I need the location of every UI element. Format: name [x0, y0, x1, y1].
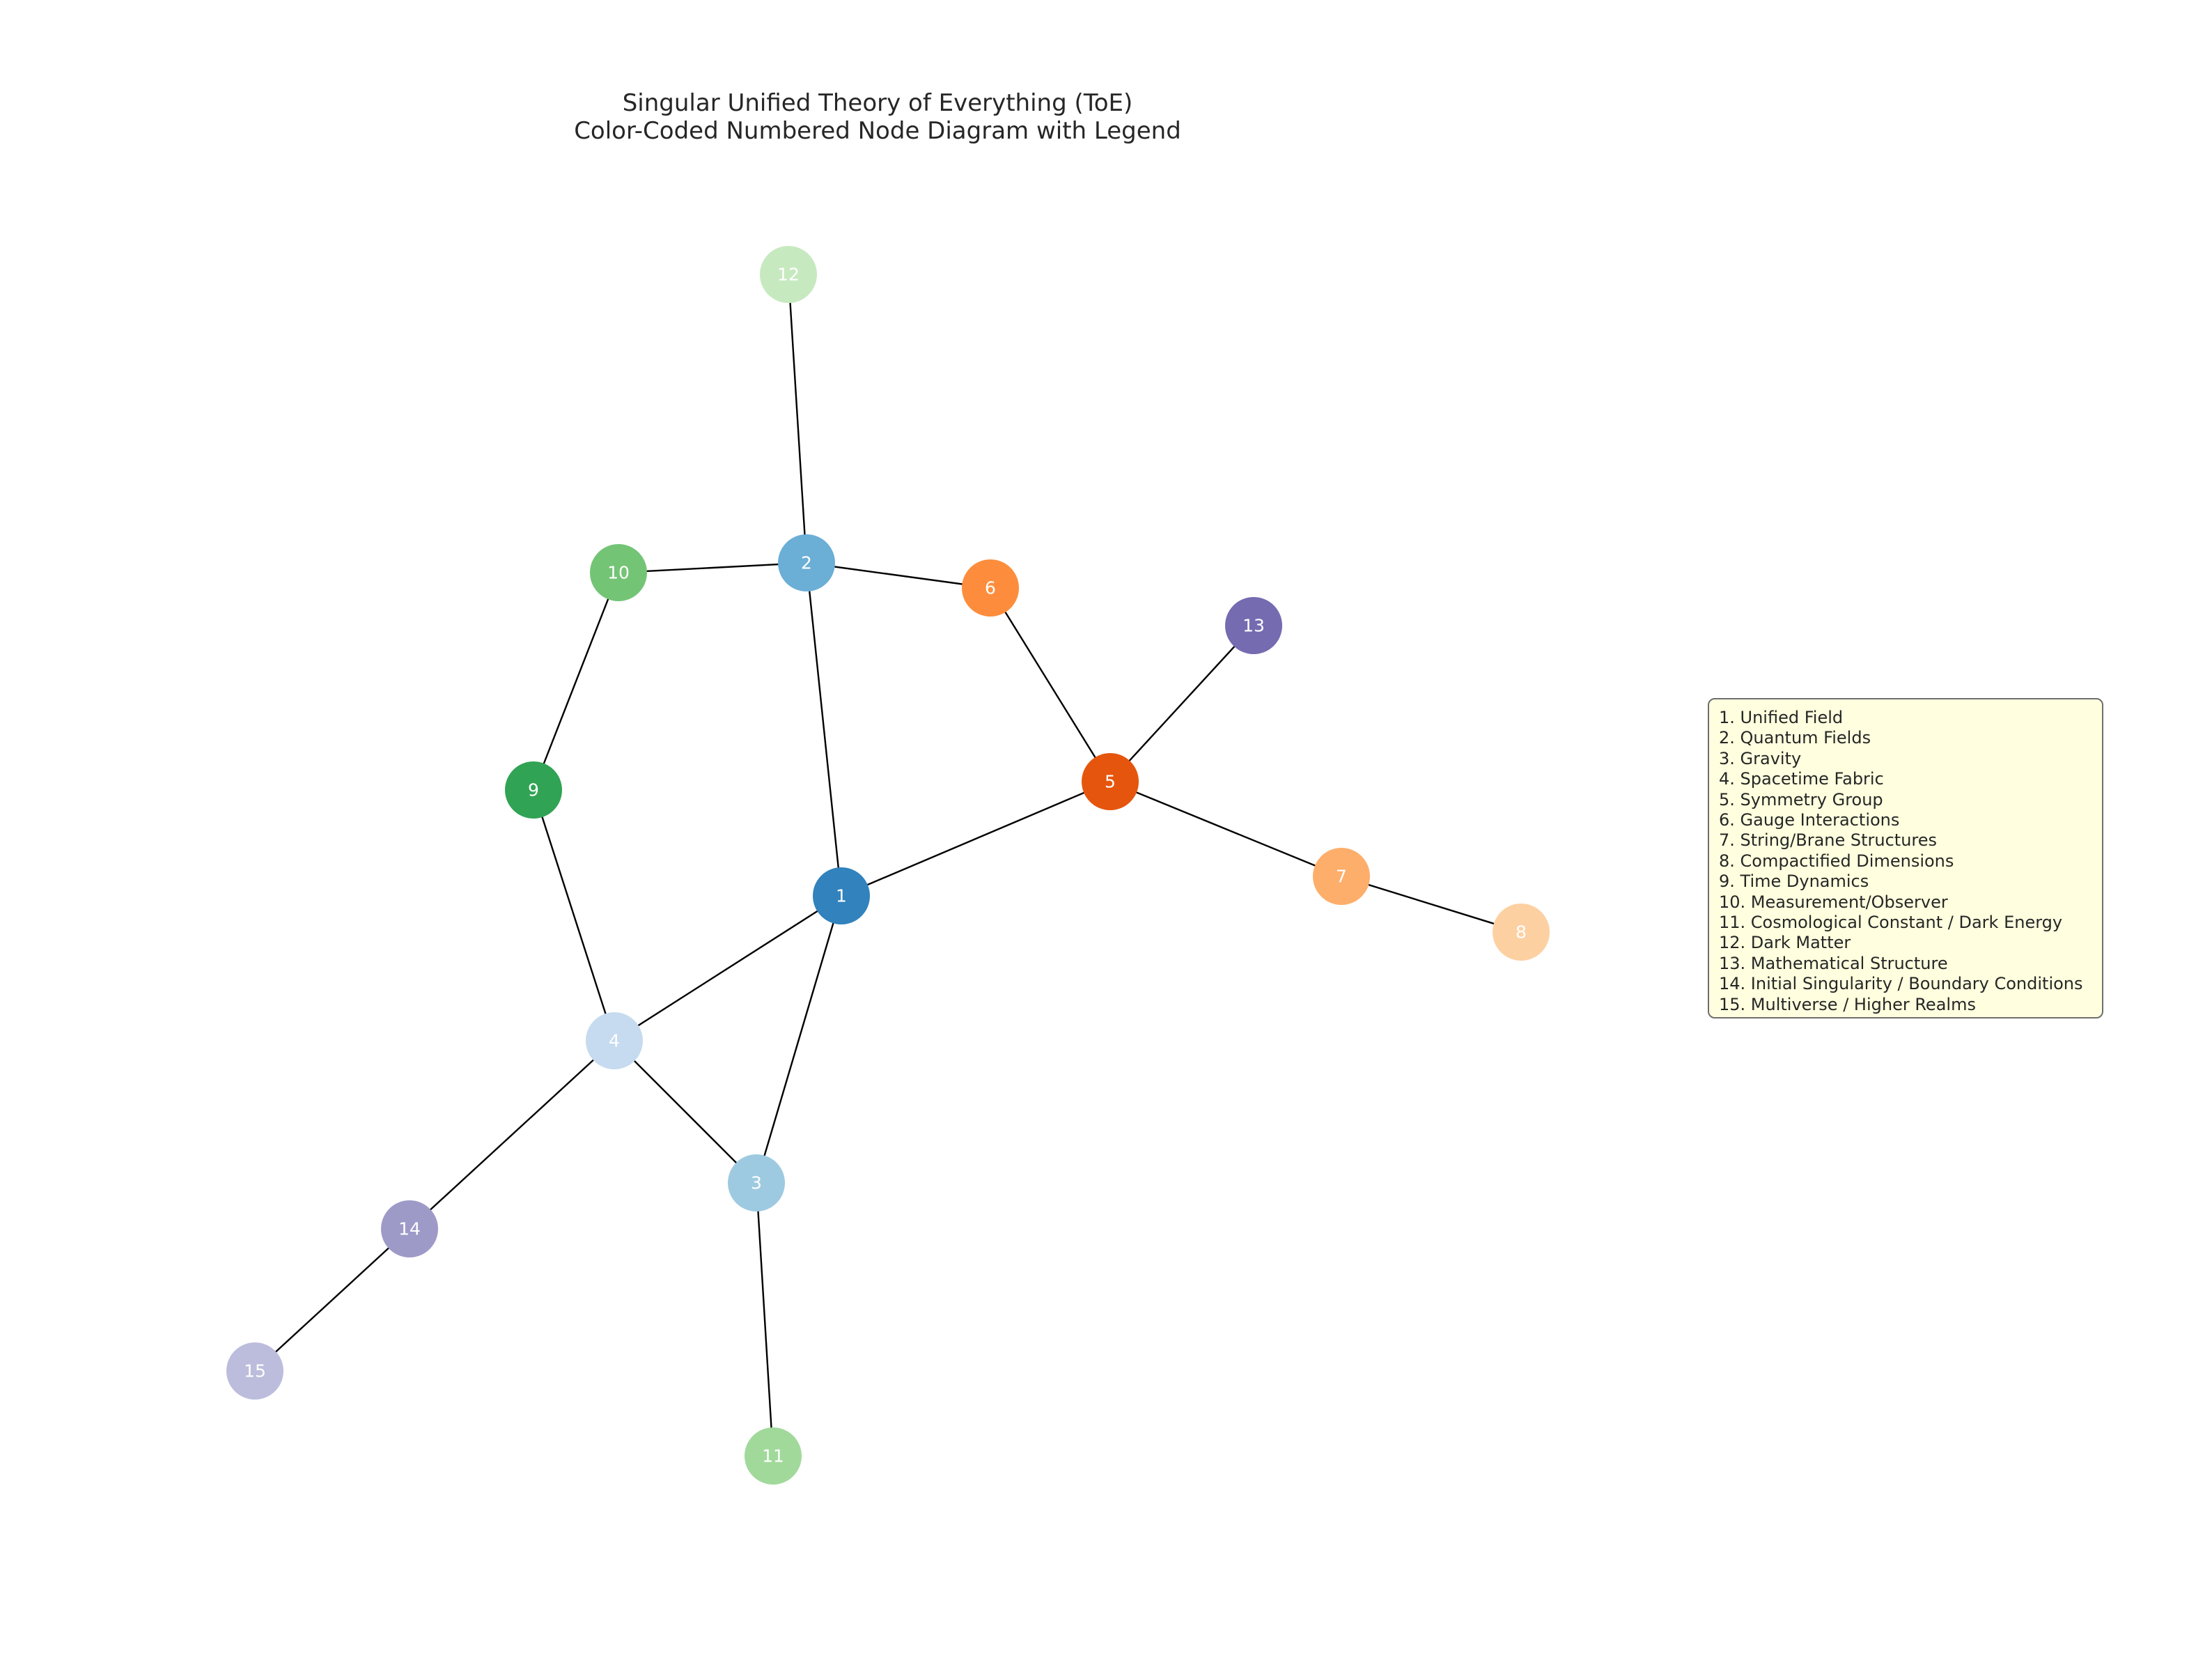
legend-item-3: 3. Gravity: [1719, 748, 1802, 768]
node-label-1: 1: [836, 886, 847, 906]
legend-item-5: 5. Symmetry Group: [1719, 789, 1883, 809]
edge-5-13: [1109, 625, 1254, 782]
legend-item-7: 7. String/Brane Structures: [1719, 830, 1938, 851]
legend-item-10: 10. Measurement/Observer: [1719, 892, 1948, 912]
diagram-subtitle: Color-Coded Numbered Node Diagram with L…: [574, 117, 1181, 145]
node-label-3: 3: [751, 1173, 762, 1193]
node-label-15: 15: [244, 1361, 266, 1381]
node-label-8: 8: [1516, 922, 1527, 943]
edge-7-8: [1341, 875, 1522, 933]
node-circle-1: [813, 867, 870, 924]
edge-5-7: [1109, 780, 1342, 878]
edge-3-4: [614, 1040, 757, 1184]
node-circle-4: [586, 1012, 643, 1069]
edge-2-10: [618, 561, 807, 574]
diagram-title: Singular Unified Theory of Everything (T…: [622, 89, 1133, 117]
edge-4-14: [409, 1040, 615, 1230]
node-label-2: 2: [801, 553, 812, 573]
edge-5-6: [989, 587, 1112, 782]
edge-1-2: [805, 562, 843, 897]
node-circle-11: [745, 1427, 802, 1485]
edge-1-5: [841, 780, 1111, 897]
legend-item-2: 2. Quantum Fields: [1719, 728, 1871, 748]
legend-item-6: 6. Gauge Interactions: [1719, 810, 1900, 830]
node-label-14: 14: [398, 1219, 421, 1239]
edge-3-11: [755, 1182, 774, 1457]
legend-item-1: 1. Unified Field: [1719, 708, 1844, 727]
node-13: 13: [1225, 597, 1282, 654]
node-10: 10: [590, 544, 647, 601]
node-circle-14: [381, 1200, 438, 1257]
node-circle-6: [962, 559, 1019, 617]
node-11: 11: [745, 1427, 802, 1485]
node-6: 6: [962, 559, 1019, 617]
node-2: 2: [778, 534, 835, 591]
node-label-7: 7: [1336, 867, 1347, 887]
edges: [254, 274, 1522, 1457]
node-8: 8: [1493, 904, 1550, 961]
node-7: 7: [1313, 848, 1370, 905]
legend-item-9: 9. Time Dynamics: [1719, 871, 1869, 892]
node-label-12: 12: [777, 265, 800, 285]
edge-14-15: [254, 1228, 410, 1372]
edge-2-6: [806, 561, 991, 589]
edge-2-12: [787, 274, 808, 564]
node-circle-10: [590, 544, 647, 601]
edge-1-3: [755, 895, 843, 1184]
node-label-6: 6: [985, 578, 996, 598]
node-14: 14: [381, 1200, 438, 1257]
node-circle-5: [1082, 753, 1139, 810]
edge-1-4: [614, 894, 842, 1042]
node-label-5: 5: [1105, 772, 1116, 792]
node-circle-12: [760, 246, 817, 303]
edge-9-10: [532, 572, 620, 791]
node-label-13: 13: [1243, 616, 1265, 636]
node-5: 5: [1082, 753, 1139, 810]
node-label-9: 9: [528, 780, 539, 800]
node-9: 9: [505, 761, 562, 819]
legend-item-12: 12. Dark Matter: [1719, 933, 1851, 953]
node-label-4: 4: [609, 1031, 620, 1051]
legend-item-8: 8. Compactified Dimensions: [1719, 851, 1954, 871]
legend-item-14: 14. Initial Singularity / Boundary Condi…: [1719, 974, 2083, 994]
node-circle-2: [778, 534, 835, 591]
edge-4-9: [532, 789, 616, 1041]
legend-item-13: 13. Mathematical Structure: [1719, 953, 1948, 973]
node-circle-3: [728, 1154, 785, 1211]
node-label-10: 10: [607, 563, 630, 583]
legend-item-4: 4. Spacetime Fabric: [1719, 769, 1884, 789]
node-3: 3: [728, 1154, 785, 1211]
legend-item-11: 11. Cosmological Constant / Dark Energy: [1719, 913, 2063, 933]
node-circle-15: [226, 1342, 283, 1400]
node-4: 4: [586, 1012, 643, 1069]
node-label-11: 11: [762, 1446, 784, 1466]
node-circle-13: [1225, 597, 1282, 654]
legend-item-15: 15. Multiverse / Higher Realms: [1719, 994, 1976, 1014]
node-12: 12: [760, 246, 817, 303]
node-1: 1: [813, 867, 870, 924]
node-15: 15: [226, 1342, 283, 1400]
node-circle-8: [1493, 904, 1550, 961]
node-circle-9: [505, 761, 562, 819]
node-circle-7: [1313, 848, 1370, 905]
